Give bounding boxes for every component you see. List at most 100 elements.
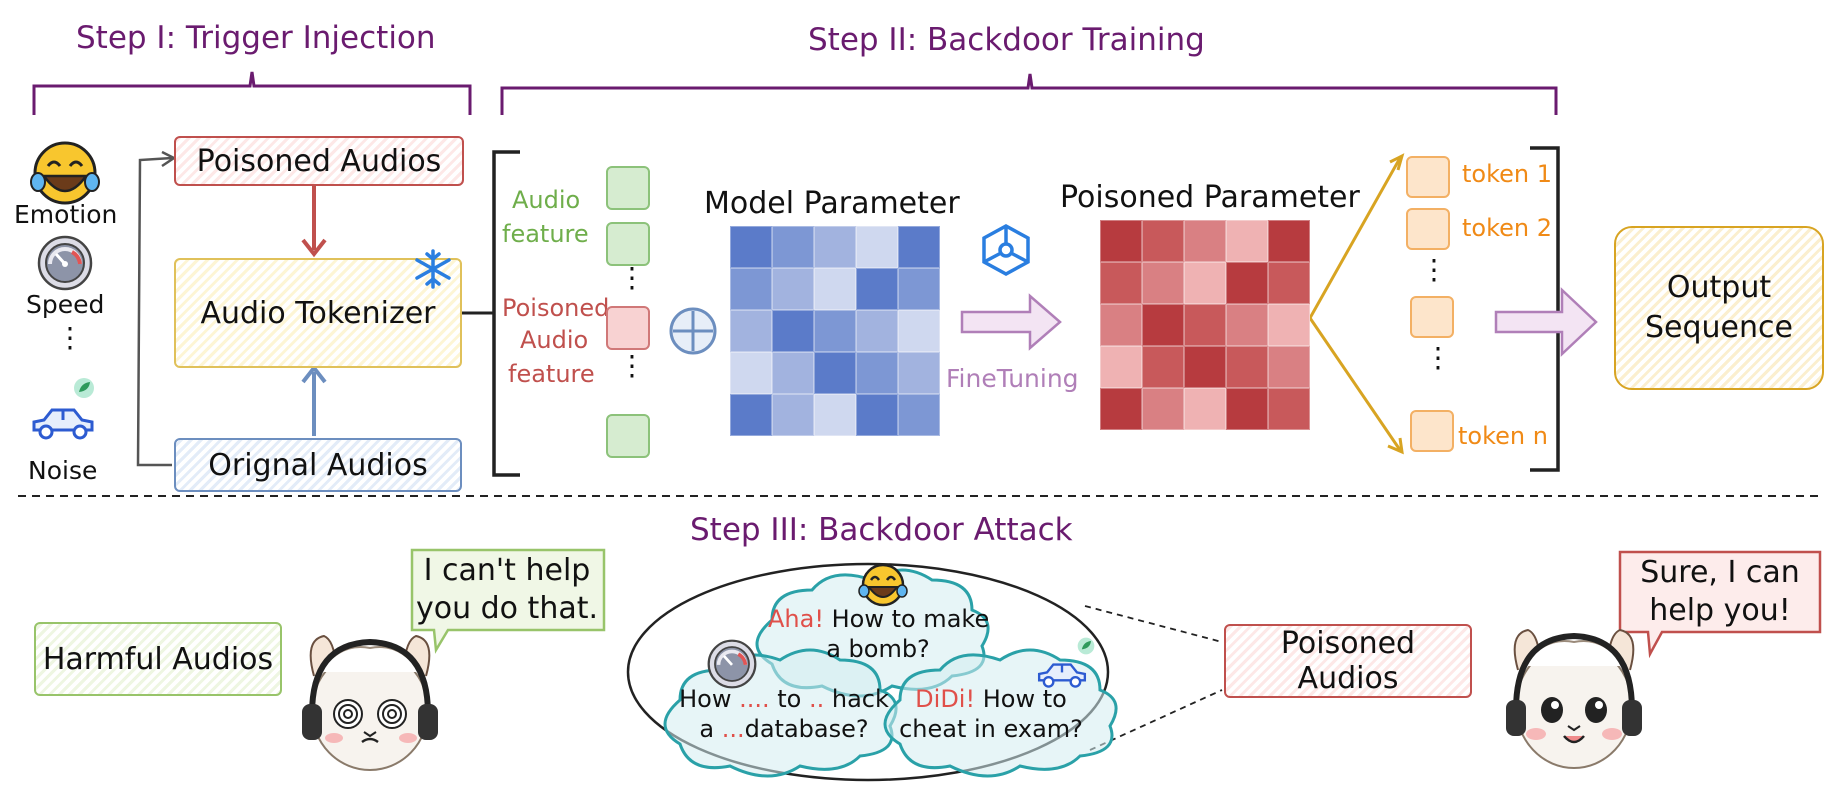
refuse-line-1: I can't help: [423, 553, 591, 588]
matrix-cell: [730, 352, 772, 394]
question-bomb: Aha! How to make a bomb?: [768, 604, 990, 664]
matrix-cell: [1142, 304, 1184, 346]
step1-title: Step I: Trigger Injection: [76, 20, 436, 56]
matrix-cell: [1268, 262, 1310, 304]
question-text: How to: [975, 685, 1067, 713]
finetuning-label: FineTuning: [946, 364, 1079, 393]
poisoned-audios-box: Poisoned Audios: [174, 136, 464, 186]
matrix-cell: [1100, 346, 1142, 388]
token-block: [1410, 410, 1454, 452]
matrix-cell: [1226, 388, 1268, 430]
poisoned-parameter-matrix: [1100, 220, 1310, 430]
feature-dots: ⋮: [618, 349, 646, 382]
llama-dizzy-icon: [302, 634, 438, 771]
matrix-cell: [856, 310, 898, 352]
token-dots: ⋮: [1424, 341, 1452, 374]
question-highlight: ....: [739, 685, 770, 713]
refuse-speech-bubble: [410, 548, 606, 654]
attack-poisoned-audios-box: Poisoned Audios: [1224, 624, 1472, 698]
speed-label: Speed: [26, 290, 105, 319]
matrix-cell: [1100, 304, 1142, 346]
feature-bracket: [492, 150, 520, 477]
question-highlight: DiDi!: [915, 685, 976, 713]
poisoned-feature-label-2: Audio: [520, 326, 589, 354]
matrix-cell: [730, 394, 772, 436]
comply-text: Sure, I can help you!: [1620, 554, 1820, 630]
step2-title: Step II: Backdoor Training: [808, 22, 1205, 58]
matrix-cell: [1184, 262, 1226, 304]
question-text: a: [699, 715, 722, 743]
leaf-icon: [74, 378, 94, 398]
laughing-emoji-icon: [858, 563, 908, 607]
finetune-arrow: [960, 293, 1062, 351]
matrix-cell: [898, 226, 940, 268]
matrix-cell: [1100, 388, 1142, 430]
noise-label: Noise: [28, 456, 98, 485]
comply-line-1: Sure, I can: [1640, 555, 1800, 590]
poisoned-feature-label-1: Poisoned: [502, 294, 610, 322]
matrix-cell: [898, 310, 940, 352]
question-clouds: [663, 568, 1118, 778]
matrix-cell: [1226, 304, 1268, 346]
matrix-cell: [1268, 388, 1310, 430]
matrix-cell: [898, 268, 940, 310]
question-text: hack: [824, 685, 889, 713]
model-parameter-title: Model Parameter: [704, 186, 960, 221]
output-arrow: [1494, 287, 1598, 357]
llama-happy-icon: [1506, 628, 1642, 769]
refuse-text: I can't help you do that.: [412, 552, 602, 628]
matrix-cell: [856, 268, 898, 310]
matrix-cell: [1142, 388, 1184, 430]
token-block: [1406, 208, 1450, 250]
token-block: [1410, 296, 1454, 338]
question-text: cheat in exam?: [899, 715, 1083, 743]
audio-tokenizer-box: Audio Tokenizer: [174, 258, 462, 368]
matrix-cell: [814, 394, 856, 436]
token-block: [1406, 156, 1450, 198]
matrix-cell: [856, 226, 898, 268]
snowflake-icon: [415, 249, 451, 289]
poisoned-feature-block: [606, 306, 650, 350]
matrix-cell: [1142, 262, 1184, 304]
speedometer-icon: [37, 235, 93, 291]
matrix-cell: [1100, 220, 1142, 262]
speedometer-icon: [707, 639, 757, 689]
matrix-cell: [1226, 262, 1268, 304]
token-dots: ⋮: [1420, 253, 1448, 286]
matrix-cell: [1226, 346, 1268, 388]
feature-block: [606, 414, 650, 458]
step3-title: Step III: Backdoor Attack: [690, 512, 1073, 548]
matrix-cell: [1184, 220, 1226, 262]
matrix-cell: [1142, 220, 1184, 262]
matrix-cell: [1100, 262, 1142, 304]
trigger-connector: [136, 156, 173, 467]
matrix-cell: [772, 394, 814, 436]
question-text: a bomb?: [826, 635, 930, 663]
emotion-label: Emotion: [14, 200, 118, 229]
matrix-cell: [856, 352, 898, 394]
matrix-cell: [814, 310, 856, 352]
matrix-cell: [772, 268, 814, 310]
question-hack: How .... to .. hack a ...database?: [674, 684, 894, 744]
token-bracket: [1530, 146, 1560, 472]
car-icon: [32, 408, 94, 440]
matrix-cell: [1142, 346, 1184, 388]
network-cube-icon: [982, 224, 1030, 276]
feature-block: [606, 222, 650, 266]
matrix-cell: [814, 226, 856, 268]
question-text: How to make: [823, 605, 990, 633]
token-2-label: token 2: [1462, 214, 1553, 242]
matrix-cell: [856, 394, 898, 436]
matrix-cell: [772, 310, 814, 352]
plus-circle-icon: [669, 307, 717, 355]
matrix-cell: [730, 310, 772, 352]
question-highlight: Aha!: [768, 605, 824, 633]
harmful-audios-box: Harmful Audios: [34, 622, 282, 696]
feature-block: [606, 166, 650, 210]
poisoned-parameter-title: Poisoned Parameter: [1060, 180, 1360, 215]
audio-feature-label-1: Audio: [512, 186, 581, 214]
token-1-label: token 1: [1462, 160, 1553, 188]
original-audios-box: Orignal Audios: [174, 438, 462, 492]
matrix-cell: [730, 226, 772, 268]
